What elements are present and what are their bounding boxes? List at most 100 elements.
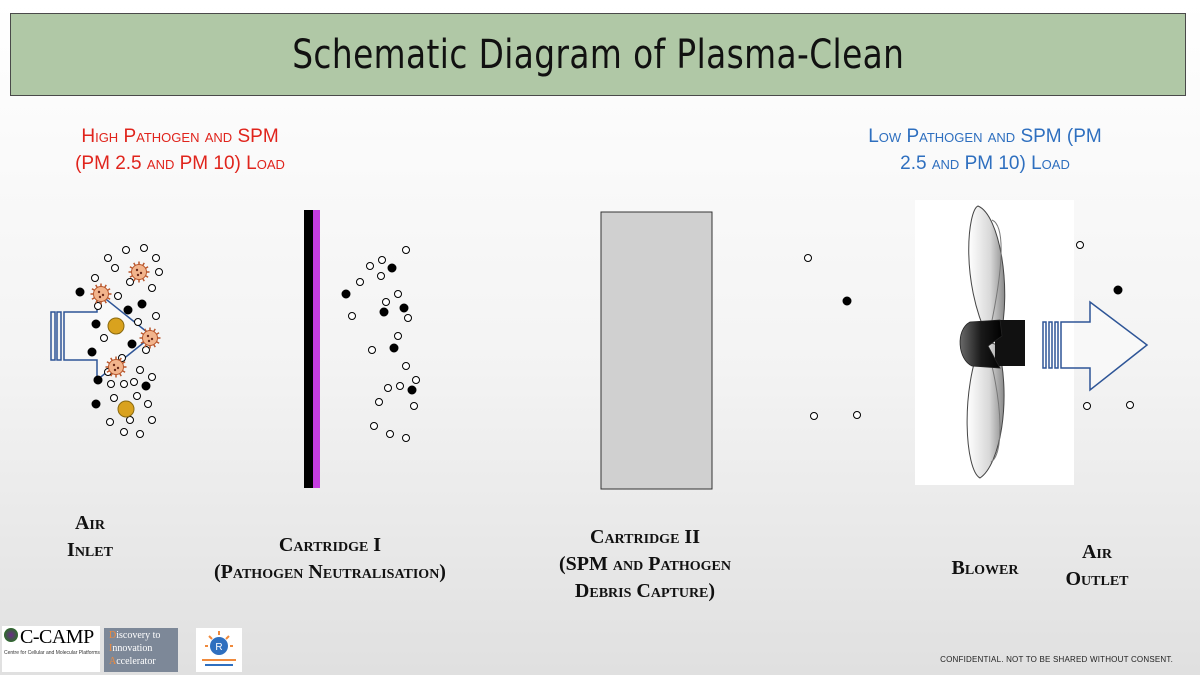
blower-label: Blower	[951, 557, 1019, 579]
outlet-particles	[1076, 241, 1134, 410]
spm-particle-hollow	[122, 246, 130, 254]
spm-particle-filled	[387, 263, 397, 273]
blower-fan	[915, 200, 1074, 485]
cartridge1-line2: (Pathogen Neutralisation)	[214, 561, 446, 583]
dia-logo: Discovery to Innovation Accelerator	[104, 628, 178, 672]
spm-particle-filled	[137, 299, 147, 309]
spm-particle-hollow	[136, 366, 144, 374]
low-load-line1: Low Pathogen and SPM (PM	[868, 126, 1102, 147]
title-banner: Schematic Diagram of Plasma-Clean	[10, 13, 1186, 96]
spm-particle-hollow	[370, 422, 378, 430]
spm-particle-hollow	[804, 254, 812, 262]
spm-particle-hollow	[148, 284, 156, 292]
spm-particle-hollow	[412, 376, 420, 384]
low-load-label: Low Pathogen and SPM (PM 2.5 and PM 10) …	[840, 123, 1130, 177]
spm-particle-hollow	[130, 378, 138, 386]
cartridge-2	[600, 211, 713, 490]
spm-particle-hollow	[107, 380, 115, 388]
spm-particle-hollow	[148, 416, 156, 424]
spm-particle-hollow	[853, 411, 861, 419]
spm-particle-hollow	[120, 380, 128, 388]
spm-particle-hollow	[133, 392, 141, 400]
spm-particle-hollow	[394, 332, 402, 340]
spm-particle-filled	[379, 307, 389, 317]
spore-particle-icon	[107, 317, 125, 335]
spm-particle-filled	[1113, 285, 1123, 295]
cartridge2-line1: Cartridge II	[590, 526, 700, 548]
cartridge-1	[304, 210, 320, 488]
spm-particle-filled	[93, 375, 103, 385]
cartridge2-label: Cartridge II (SPM and Pathogen Debris Ca…	[500, 524, 790, 605]
spm-particle-hollow	[126, 278, 134, 286]
dia-text-3: ccelerator	[116, 656, 156, 667]
spm-particle-hollow	[111, 264, 119, 272]
pathogen-virus-icon	[128, 261, 150, 283]
spm-particle-filled	[407, 385, 417, 395]
spm-particle-hollow	[402, 246, 410, 254]
dia-text-2: nnovation	[112, 643, 153, 654]
spm-particle-hollow	[368, 346, 376, 354]
spm-particle-hollow	[91, 274, 99, 282]
pathogen-virus-icon	[139, 327, 161, 349]
spm-particle-hollow	[356, 278, 364, 286]
spm-particle-hollow	[110, 394, 118, 402]
dia-cap-1: D	[109, 630, 117, 641]
spm-particle-hollow	[100, 334, 108, 342]
post-cartridge1-particles	[341, 246, 420, 442]
spm-particle-hollow	[402, 362, 410, 370]
spm-particle-hollow	[120, 428, 128, 436]
ipr-logo: R	[196, 628, 242, 672]
spm-particle-filled	[127, 339, 137, 349]
cartridge2-line3: Debris Capture)	[574, 580, 716, 602]
spm-particle-hollow	[377, 272, 385, 280]
ccamp-logo-subtext: Centre for Cellular and Molecular Platfo…	[4, 650, 100, 656]
svg-text:R: R	[215, 642, 222, 653]
spm-particle-hollow	[152, 312, 160, 320]
ccamp-logo-text: C-CAMP	[20, 626, 94, 648]
spm-particle-filled	[75, 287, 85, 297]
spm-particle-filled	[91, 319, 101, 329]
air-inlet-line1: Air	[74, 512, 105, 534]
spm-particle-hollow	[134, 318, 142, 326]
high-load-line2: (PM 2.5 and PM 10) Load	[75, 153, 285, 174]
dia-cap-2: I	[109, 643, 113, 654]
air-outlet-line1: Air	[1081, 541, 1112, 563]
spm-particle-hollow	[104, 254, 112, 262]
spm-particle-hollow	[402, 434, 410, 442]
spm-particle-filled	[399, 303, 409, 313]
spm-particle-hollow	[386, 430, 394, 438]
spm-particle-hollow	[142, 346, 150, 354]
spm-particle-hollow	[394, 290, 402, 298]
confidential-notice: CONFIDENTIAL. NOT TO BE SHARED WITHOUT C…	[940, 655, 1173, 664]
spm-particle-hollow	[410, 402, 418, 410]
spm-particle-hollow	[366, 262, 374, 270]
ccamp-mark-icon	[4, 628, 18, 642]
spm-particle-filled	[341, 289, 351, 299]
spm-particle-hollow	[382, 298, 390, 306]
spm-particle-hollow	[404, 314, 412, 322]
spm-particle-hollow	[94, 302, 102, 310]
page-title: Schematic Diagram of Plasma-Clean	[291, 31, 905, 78]
inlet-particle-cloud	[75, 244, 163, 438]
spm-particle-hollow	[396, 382, 404, 390]
spm-particle-hollow	[810, 412, 818, 420]
high-load-label: High Pathogen and SPM (PM 2.5 and PM 10)…	[40, 123, 320, 177]
spm-particle-filled	[91, 399, 101, 409]
spm-particle-filled	[141, 381, 151, 391]
spm-particle-hollow	[384, 384, 392, 392]
air-outlet-label: Air Outlet	[1045, 539, 1149, 593]
spore-particle-icon	[117, 400, 135, 418]
spm-particle-hollow	[378, 256, 386, 264]
spm-particle-hollow	[140, 244, 148, 252]
spm-particle-hollow	[148, 373, 156, 381]
cartridge1-label: Cartridge I (Pathogen Neutralisation)	[140, 532, 520, 586]
ccamp-logo: C-CAMP Centre for Cellular and Molecular…	[2, 626, 100, 672]
spm-particle-hollow	[1126, 401, 1134, 409]
pathogen-virus-icon	[90, 283, 112, 305]
spm-particle-filled	[123, 305, 133, 315]
spm-particle-filled	[87, 347, 97, 357]
spm-particle-filled	[842, 296, 852, 306]
spm-particle-hollow	[136, 430, 144, 438]
spm-particle-hollow	[114, 292, 122, 300]
